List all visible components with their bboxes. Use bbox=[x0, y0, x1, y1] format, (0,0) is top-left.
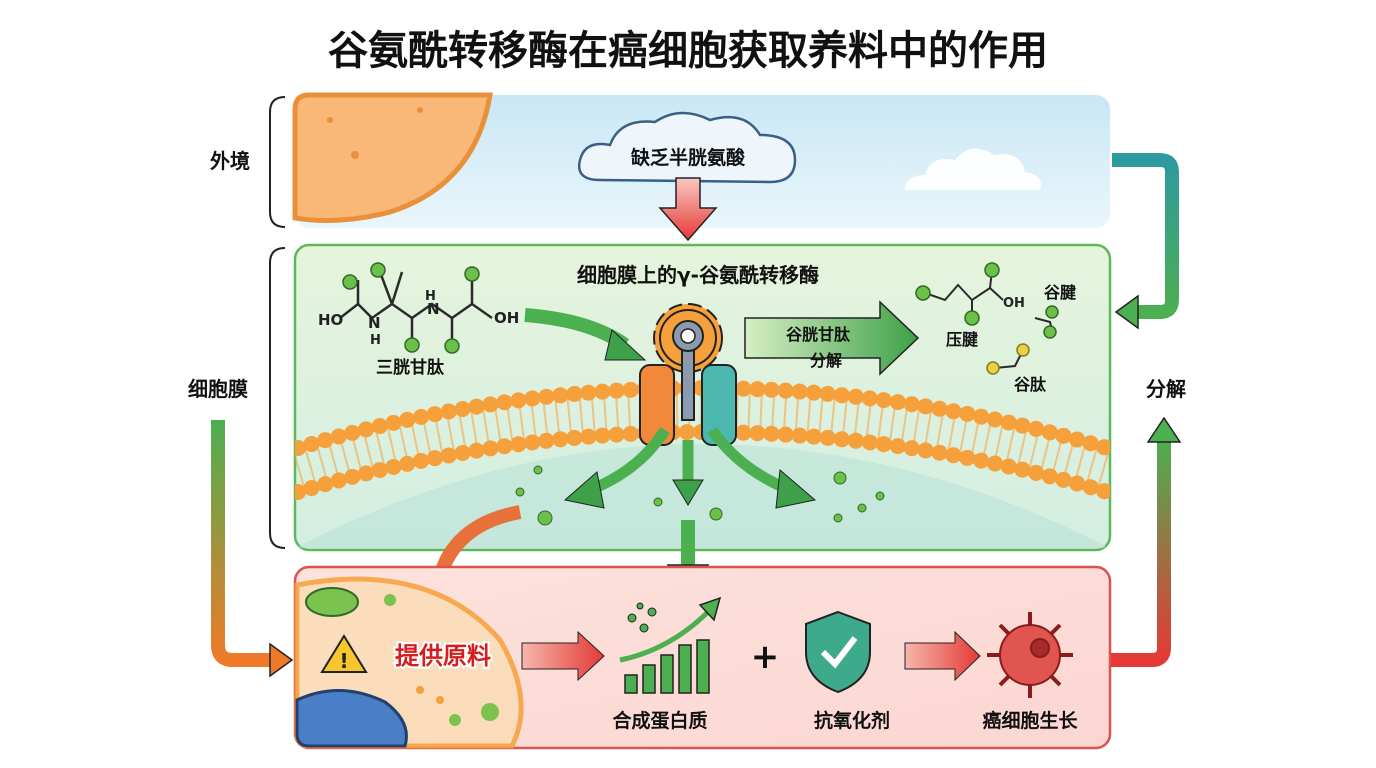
right-top-arrow bbox=[1112, 153, 1179, 319]
arrow-label: 谷胱甘肽 bbox=[786, 325, 851, 344]
mitochondria bbox=[305, 587, 359, 617]
small-cloud bbox=[905, 148, 1041, 190]
label-decompose: 分解 bbox=[1146, 377, 1186, 401]
nucleus bbox=[295, 689, 408, 748]
membrane-panel: HO N H H N OH 三胱甘肽 细胞膜上的γ-谷氨酰转移酶 谷胱甘肽 分解 bbox=[293, 243, 1112, 552]
cell-panel: ! 提供原料 合成蛋白质 + 抗氧化剂 癌细胞生长 bbox=[293, 565, 1112, 750]
h-label: H bbox=[370, 333, 381, 348]
membrane-panel-title: 细胞膜上的γ-谷氨酰转移酶 bbox=[577, 263, 819, 287]
product-1: 谷腱 bbox=[1044, 283, 1077, 302]
arrow-sublabel: 分解 bbox=[810, 351, 842, 370]
cancer-cell-icon bbox=[987, 612, 1073, 698]
tripeptide-molecule bbox=[339, 271, 493, 342]
right-top-arrowhead bbox=[1114, 294, 1139, 330]
page-title: 谷氨酰转移酶在癌细胞获取养料中的作用 bbox=[328, 28, 1048, 74]
oh-label: OH bbox=[494, 309, 519, 327]
left-flow-arrow bbox=[211, 420, 272, 667]
supply-text: 提供原料 bbox=[395, 642, 491, 670]
red-down-arrow bbox=[658, 177, 718, 242]
right-up-arrow bbox=[1100, 440, 1171, 667]
oh-product-label: OH bbox=[1003, 296, 1025, 311]
growth-chart-icon bbox=[619, 596, 722, 694]
growth-label: 癌细胞生长 bbox=[982, 709, 1078, 732]
cloud bbox=[577, 111, 797, 184]
product-3: 谷肽 bbox=[1014, 375, 1047, 394]
plus-sign: + bbox=[751, 637, 780, 677]
antioxidant-label: 抗氧化剂 bbox=[814, 709, 890, 732]
arrow-to-growth bbox=[904, 630, 981, 682]
left-flow-arrowhead bbox=[269, 642, 294, 678]
arrow-to-protein bbox=[521, 630, 605, 682]
warning-mark: ! bbox=[339, 649, 348, 673]
h-label-2: H bbox=[425, 289, 436, 304]
sun bbox=[292, 92, 493, 223]
right-up-arrowhead bbox=[1146, 416, 1182, 443]
n-label: N bbox=[368, 314, 381, 332]
product-2: 压腱 bbox=[946, 330, 979, 349]
molecule-icon bbox=[627, 602, 657, 633]
n-label-2: N bbox=[427, 300, 440, 318]
environment-brace bbox=[269, 96, 286, 228]
label-membrane: 细胞膜 bbox=[188, 377, 248, 401]
warning-icon bbox=[320, 634, 368, 673]
cloud-text: 缺乏半胱氨酸 bbox=[631, 146, 746, 169]
tripeptide-label: 三胱甘肽 bbox=[376, 357, 445, 378]
decompose-arrow bbox=[744, 300, 920, 376]
membrane-brace bbox=[269, 247, 286, 549]
protein-label: 合成蛋白质 bbox=[612, 709, 707, 732]
label-environment: 外境 bbox=[210, 149, 250, 173]
shield-check-icon bbox=[805, 610, 871, 694]
ho-label: HO bbox=[318, 311, 343, 329]
